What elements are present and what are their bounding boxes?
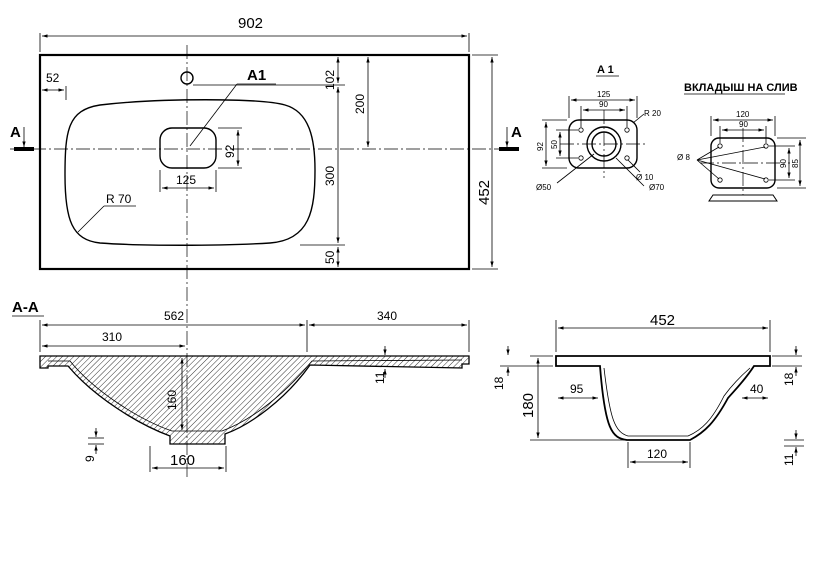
sink-profile bbox=[39, 355, 470, 445]
dim-11-side: 11 bbox=[782, 453, 796, 466]
dim-92: 92 bbox=[223, 144, 237, 158]
dim-95: 95 bbox=[570, 382, 584, 396]
insert-base bbox=[708, 194, 778, 202]
dim-102: 102 bbox=[323, 70, 337, 90]
insert-dim-120: 120 bbox=[736, 110, 750, 119]
dim-r70: R 70 bbox=[106, 192, 132, 206]
dim-18-right: 18 bbox=[782, 372, 796, 386]
dim-18-left: 18 bbox=[492, 376, 506, 390]
insert-dim-90-h: 90 bbox=[779, 159, 788, 168]
inner-profile bbox=[48, 359, 463, 432]
a1-dim-125: 125 bbox=[597, 90, 611, 99]
detail-ref-a1: A1 bbox=[247, 67, 266, 84]
section-mark-right: A bbox=[499, 124, 522, 151]
side-profile bbox=[555, 355, 771, 441]
insert-dim-90-w: 90 bbox=[739, 120, 748, 129]
section-aa: A-A 562 340 310 160 11 9 160 bbox=[12, 299, 470, 472]
dim-310: 310 bbox=[102, 330, 122, 344]
side-view: 452 180 18 18 95 40 120 11 bbox=[492, 312, 804, 468]
dim-300: 300 bbox=[323, 166, 337, 186]
dim-180: 180 bbox=[520, 393, 537, 418]
a1-dim-d50: Ø50 bbox=[536, 183, 552, 192]
a1-dim-d70: Ø70 bbox=[649, 183, 665, 192]
dim-125: 125 bbox=[176, 173, 196, 187]
dim-52: 52 bbox=[46, 71, 60, 85]
top-outline bbox=[38, 53, 471, 271]
section-mark-left: A bbox=[10, 124, 34, 151]
a1-dim-50: 50 bbox=[550, 140, 559, 149]
side-inner bbox=[603, 367, 751, 437]
bowl-outline bbox=[64, 99, 316, 246]
dim-40: 40 bbox=[750, 382, 764, 396]
detail-a1: A 1 125 90 R 20 92 50 Ø5 bbox=[536, 64, 665, 192]
dim-50: 50 bbox=[323, 250, 337, 264]
dim-11-section: 11 bbox=[373, 371, 387, 384]
insert-dim-d8: Ø 8 bbox=[677, 153, 690, 162]
dim-9: 9 bbox=[83, 455, 97, 462]
svg-text:A: A bbox=[511, 124, 522, 141]
top-view: A A 902 52 102 200 300 50 bbox=[10, 15, 522, 480]
dim-452-top: 452 bbox=[476, 180, 493, 205]
a1-dim-d10: Ø 10 bbox=[636, 173, 654, 182]
dim-200: 200 bbox=[353, 94, 367, 114]
insert-dim-85: 85 bbox=[791, 159, 800, 168]
dim-902: 902 bbox=[238, 15, 263, 32]
dim-160-depth: 160 bbox=[165, 390, 179, 410]
svg-text:A: A bbox=[10, 124, 21, 141]
a1-dim-r20: R 20 bbox=[644, 109, 661, 118]
a1-dim-92: 92 bbox=[536, 142, 545, 151]
section-title: A-A bbox=[12, 299, 39, 316]
dim-120-side: 120 bbox=[647, 447, 667, 461]
detail-a1-title: A 1 bbox=[597, 64, 614, 76]
dim-160-drain: 160 bbox=[170, 452, 195, 469]
drain-outline bbox=[159, 127, 217, 169]
insert-title: ВКЛАДЫШ НА СЛИВ bbox=[684, 82, 798, 94]
drain-insert: ВКЛАДЫШ НА СЛИВ 120 90 90 85 bbox=[677, 82, 806, 202]
dim-340: 340 bbox=[377, 309, 397, 323]
dim-562: 562 bbox=[164, 309, 184, 323]
dim-452-side: 452 bbox=[650, 312, 675, 329]
a1-dim-90: 90 bbox=[599, 100, 608, 109]
